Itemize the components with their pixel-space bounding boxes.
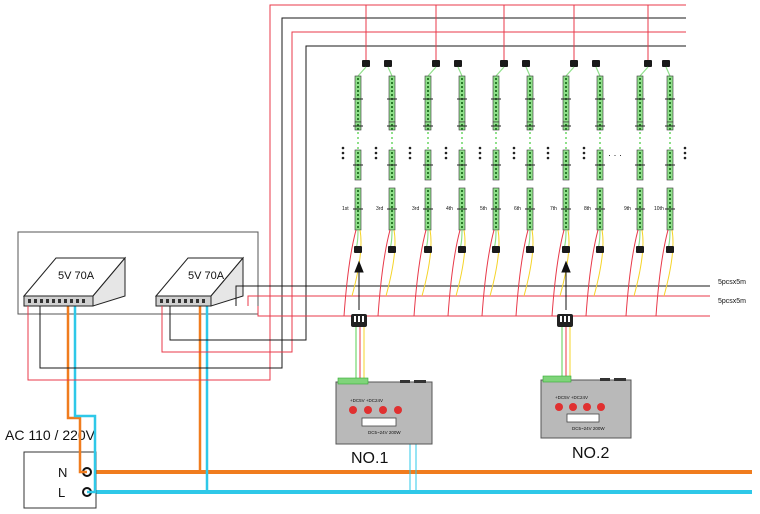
cable-label-upper: 5pcsx5m bbox=[718, 279, 746, 286]
cable-label-lower: 5pcsx5m bbox=[718, 298, 746, 305]
strip-label: 9th bbox=[624, 206, 631, 212]
led-strip bbox=[384, 60, 393, 77]
led-strip bbox=[662, 60, 671, 77]
neutral-label: N bbox=[58, 465, 67, 480]
strip-label: 3rd bbox=[412, 206, 419, 212]
signal-arrows bbox=[354, 260, 571, 310]
strip-label: 6th bbox=[514, 206, 521, 212]
led-strip bbox=[565, 60, 578, 77]
mains-lines bbox=[88, 470, 752, 494]
led-strip bbox=[592, 60, 601, 77]
psu-2-label: 5V 70A bbox=[188, 270, 225, 282]
strip-label: 1st bbox=[342, 206, 349, 212]
strip-continuation-dots: · · · bbox=[341, 146, 687, 160]
mains-label: AC 110 / 220V bbox=[5, 427, 96, 443]
controller-1-panel-top: +DC5V +DC24V bbox=[350, 398, 383, 403]
strip-label: 8th bbox=[584, 206, 591, 212]
led-strip bbox=[639, 60, 652, 77]
controller-2-label: NO.2 bbox=[572, 445, 609, 462]
strip-label: 7th bbox=[550, 206, 557, 212]
led-strip bbox=[454, 60, 463, 77]
mains-box bbox=[23, 451, 97, 509]
psu-1-label: 5V 70A bbox=[58, 270, 95, 282]
led-strip bbox=[522, 60, 531, 77]
controller-1-label: NO.1 bbox=[351, 450, 388, 467]
controller-2-plug bbox=[557, 314, 573, 380]
led-strip bbox=[427, 60, 440, 77]
controller-2 bbox=[540, 375, 632, 439]
strip-label: 5th bbox=[480, 206, 487, 212]
controller-2-panel-top: +DC5V +DC24V bbox=[555, 395, 588, 400]
power-supply-1 bbox=[22, 256, 127, 307]
controller-2-panel-bottom: DC5~24V 200W bbox=[572, 426, 605, 431]
controller-1 bbox=[335, 377, 433, 445]
led-strip bbox=[357, 60, 370, 77]
controller-1-panel-bottom: DC5~24V 200W bbox=[368, 430, 401, 435]
power-bus-wires bbox=[27, 4, 710, 381]
strip-label: 4th bbox=[446, 206, 453, 212]
controller-1-plug bbox=[351, 314, 367, 382]
led-strip bbox=[495, 60, 508, 77]
strip-ellipsis: · · · bbox=[608, 150, 622, 160]
strip-label: 10th bbox=[654, 206, 664, 212]
power-supply-2 bbox=[154, 256, 245, 307]
led-strip-grid: 1st 3rd 3rd 4th 5th 6th 7th 8th 9th 10th bbox=[342, 5, 675, 317]
strip-label: 3rd bbox=[376, 206, 383, 212]
live-label: L bbox=[58, 485, 65, 500]
